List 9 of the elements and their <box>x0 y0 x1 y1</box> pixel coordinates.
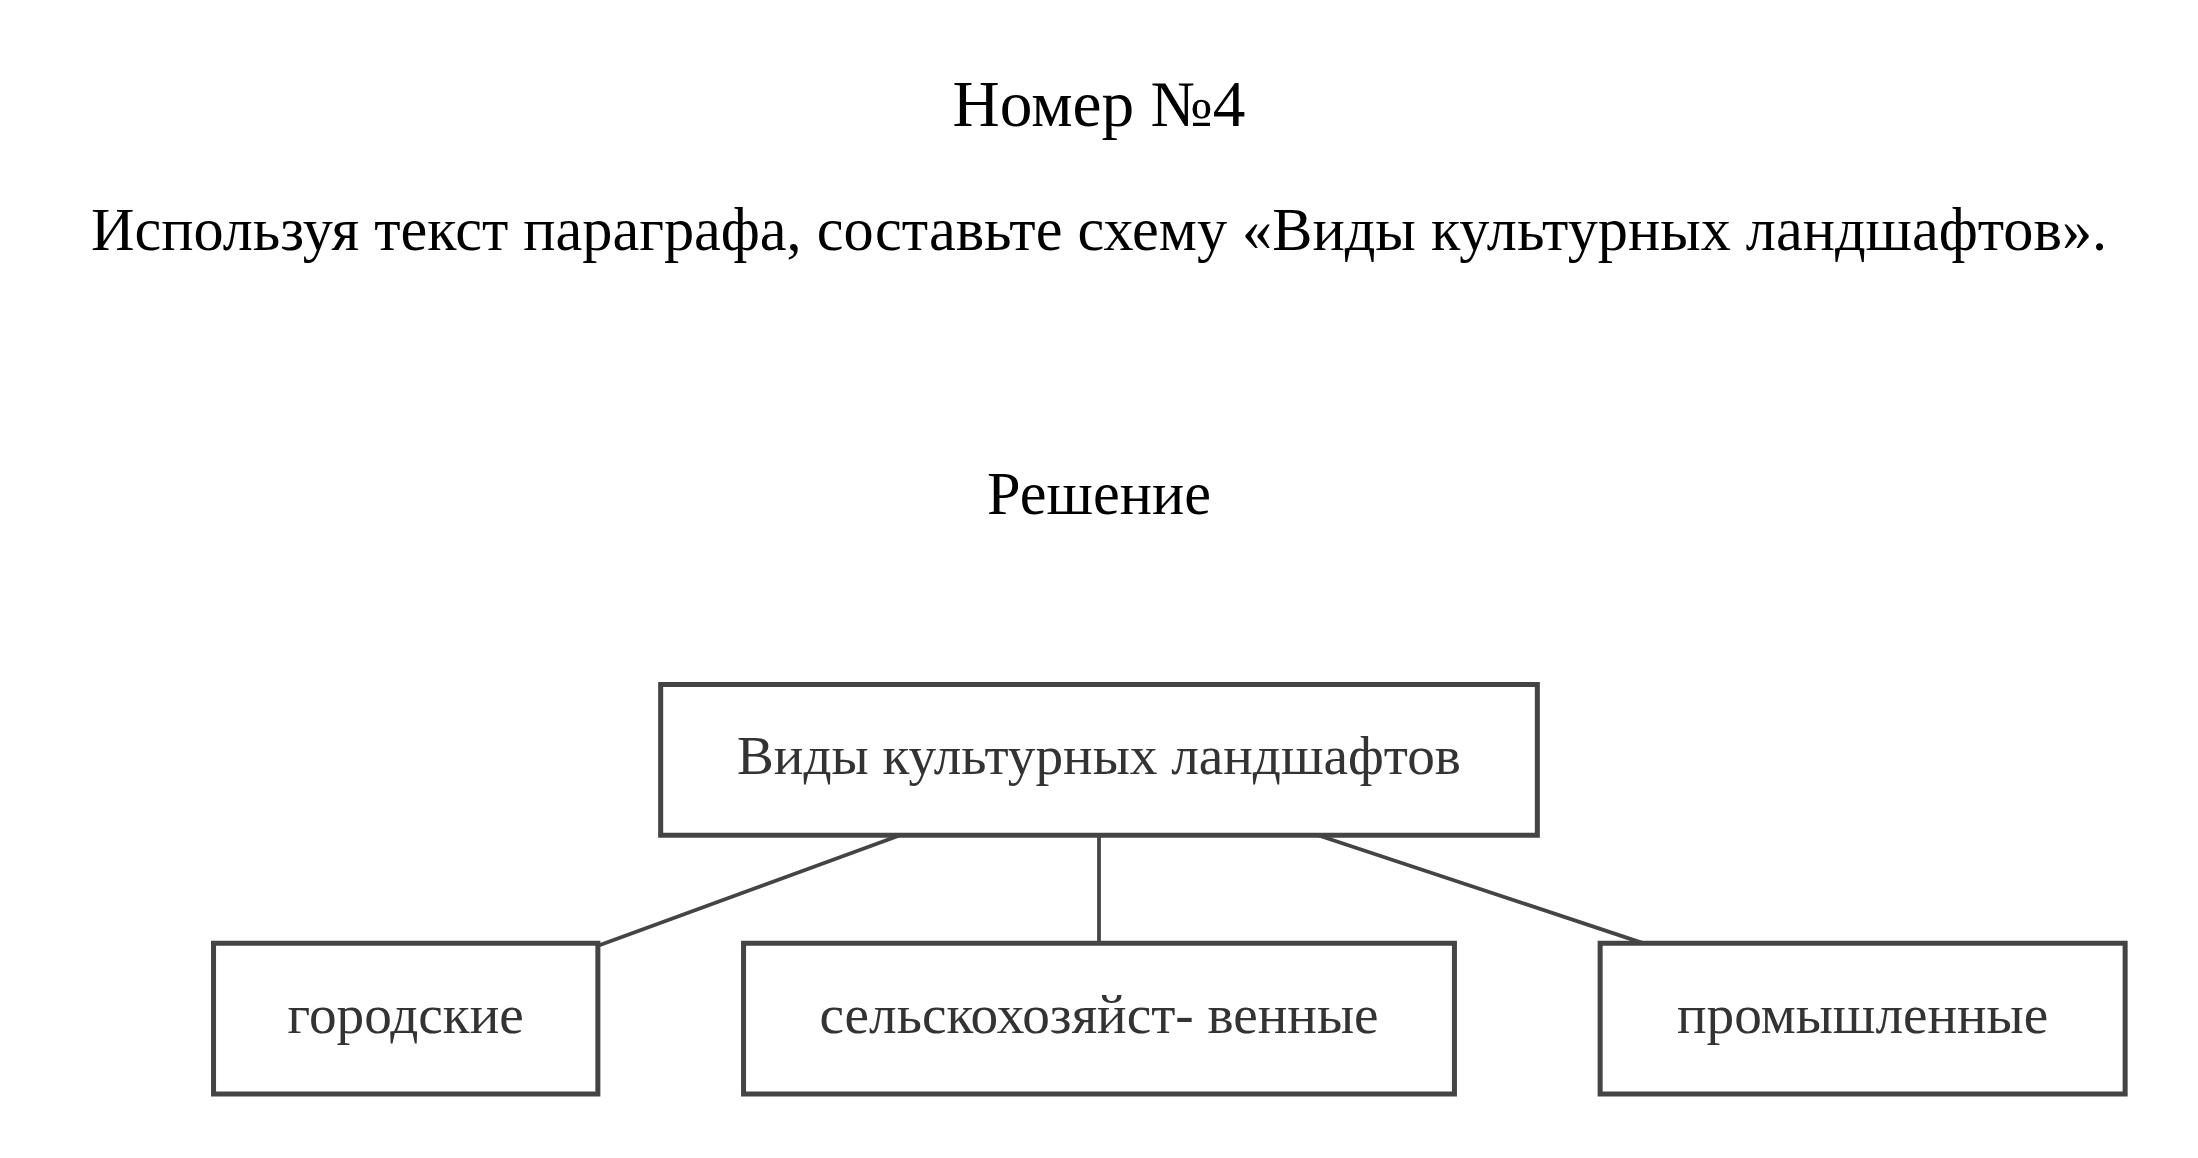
label: Решение <box>987 460 1211 528</box>
node-box: Виды культурных ландшафтов <box>658 682 1540 838</box>
node-box: сельскохозяйст- венные <box>741 940 1457 1097</box>
node-box: промышленные <box>1597 940 2128 1097</box>
label: Используя текст параграфа, составьте схему «Виды культурных ландшафтов». <box>90 196 2108 264</box>
diagram-title: Номер №4 <box>952 68 1246 141</box>
connector <box>1318 833 1644 945</box>
connector <box>1097 835 1101 943</box>
node-box: городские <box>211 940 601 1097</box>
